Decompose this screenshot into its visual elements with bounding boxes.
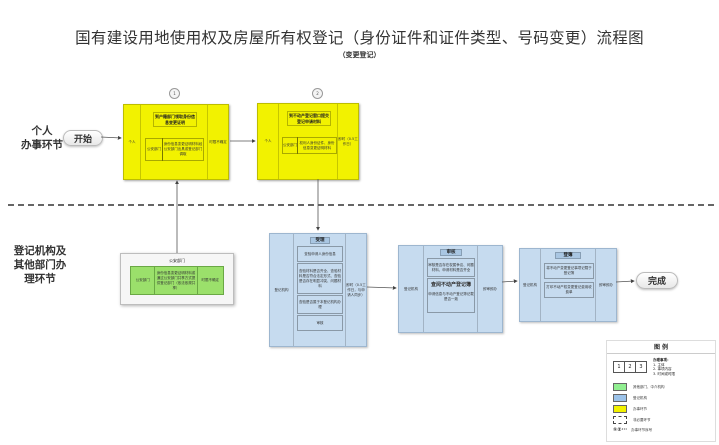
- end-label: 完成: [647, 277, 666, 287]
- step-2-time: 即时（0.5工作日）: [338, 136, 358, 146]
- accept-item-3: 查验是否属于本登记机构办理: [297, 295, 343, 314]
- arrow-register-to-end: [615, 279, 635, 284]
- review-role: 登记机构: [399, 246, 424, 332]
- start-terminal[interactable]: 开始: [63, 130, 103, 146]
- step-number-2-text: 2: [316, 91, 319, 96]
- review-item-3: 申请信息与不动产登记簿记载是否一致: [428, 292, 474, 301]
- review-item-2: 查阅不动产登记簿: [430, 282, 471, 288]
- page-title: 国有建设用地使用权及房屋所有权登记（身份证件和证件类型、号码变更）流程图: [75, 29, 644, 47]
- legend-swatch-yellow: [613, 405, 627, 413]
- police-time-cell: 时限不确定: [197, 266, 225, 295]
- review-item-1: 审核是否存在权属争议、问题材料、申请材料是否齐全: [427, 258, 475, 277]
- legend-sequence-icon: ①②···: [613, 427, 628, 433]
- accept-title: 受理: [310, 237, 330, 244]
- lane-label-personal: 个人 办事环节: [21, 125, 63, 151]
- legend-item-registry: 登记机构: [613, 394, 647, 402]
- page-subtitle: （变更登记）: [338, 50, 381, 59]
- arrow-review-to-register: [501, 279, 518, 284]
- review-title: 审核: [440, 249, 462, 256]
- legend-swatch-dashed: [613, 416, 627, 424]
- accept-main: 受理 查验申请人身份信息 查验材料是否齐全、查验材料是否符合法定形式、查验是否存…: [294, 234, 346, 346]
- legend-label-other: 其他部门、中介机构: [633, 384, 665, 389]
- step-number-2: 2: [312, 88, 323, 99]
- step-number-1: 1: [169, 88, 180, 99]
- police-dept-cell: 公安部门: [130, 266, 156, 295]
- legend-item-optional: 非必要环节: [613, 416, 651, 424]
- accept-item-1: 查验申请人身份信息: [297, 246, 343, 262]
- step-2-dept: 公安部门: [282, 137, 298, 154]
- police-panel-title: 公安部门: [169, 258, 185, 263]
- step-2-box[interactable]: 个人 到不动产登记窗口提交登记申请材料 公安部门 权利人身份证件、身份信息变更证…: [257, 103, 359, 180]
- step-2-role: 个人: [258, 104, 279, 179]
- police-detail-cell: 身份信息变更证明材料或通过公安部门共享方式提供登记部门（依法依规共享）: [155, 266, 198, 295]
- legend-title: 图 例: [607, 342, 715, 354]
- police-panel-row: 公安部门 身份信息变更证明材料或通过公安部门共享方式提供登记部门（依法依规共享）…: [130, 266, 225, 295]
- legend-swatch-green: [613, 383, 627, 391]
- register-box[interactable]: 登记机构 登簿 将不动产变更登记事项记载于登记簿 打印不动产权变更登记费用收费单…: [519, 248, 617, 322]
- review-main: 审核 审核是否存在权属争议、问题材料、申请材料是否齐全 查阅不动产登记簿 申请信…: [424, 246, 478, 332]
- arrow-accept-to-review: [366, 285, 397, 290]
- register-role: 登记机构: [520, 249, 541, 321]
- step-1-dept: 公安部门: [145, 138, 163, 161]
- legend-item-sequence: ①②··· 办事环节序号: [613, 427, 652, 433]
- legend-cell-1: 1: [614, 362, 625, 372]
- legend-item-personal: 办事环节: [613, 405, 647, 413]
- step-1-box[interactable]: 个人 到户籍部门领取身份信息变更证明 公安部门 身份信息变更证明材料经公安部门出…: [123, 104, 229, 180]
- legend-sample-cells: 1 2 3: [613, 361, 647, 373]
- legend-note-3: 3. 时间或时限: [653, 371, 675, 376]
- step-1-time: 时限不确定: [209, 139, 227, 144]
- lane-divider: [8, 204, 714, 206]
- legend-label-sequence: 办事环节序号: [631, 427, 653, 432]
- legend-item-other: 其他部门、中介机构: [613, 383, 665, 391]
- review-lookup-panel: 查阅不动产登记簿 申请信息与不动产登记簿记载是否一致: [427, 278, 475, 313]
- accept-item-4: 审核: [297, 315, 343, 331]
- accept-item-2: 查验材料是否齐全、查验材料是否符合法定形式、查验是否存在明显冲突、问题材料: [297, 263, 343, 294]
- register-item-2: 打印不动产权变更登记费用收费单: [544, 282, 594, 298]
- legend-label-registry: 登记机构: [633, 395, 647, 400]
- lane-label-registry: 登记机构及 其他部门办 理环节: [13, 245, 67, 285]
- legend-cell-3: 3: [639, 364, 643, 370]
- step-1-detail: 身份信息变更证明材料经公安部门出具或登记部门调取: [162, 138, 204, 161]
- arrow-start-to-step1: [100, 135, 122, 140]
- end-terminal[interactable]: 完成: [636, 272, 678, 289]
- start-label: 开始: [73, 134, 92, 145]
- step-1-main: 到户籍部门领取身份信息变更证明 公安部门 身份信息变更证明材料经公安部门出具或登…: [141, 105, 208, 179]
- legend-panel: 图 例 1 2 3 办理事项： 1. 主体 2. 事项内容 3. 时间或时限 其…: [606, 340, 716, 442]
- accept-time: 即时（0.5工作日，与申请人同步）: [346, 282, 366, 297]
- accept-role: 登记机构: [270, 234, 294, 346]
- accept-box[interactable]: 登记机构 受理 查验申请人身份信息 查验材料是否齐全、查验材料是否符合法定形式、…: [269, 233, 367, 347]
- legend-notes-title: 办理事项：: [653, 358, 671, 362]
- legend-notes: 办理事项： 1. 主体 2. 事项内容 3. 时间或时限: [653, 358, 675, 376]
- register-title: 登簿: [555, 252, 581, 259]
- legend-label-optional: 非必要环节: [633, 417, 651, 422]
- register-main: 登簿 将不动产变更登记事项记载于登记簿 打印不动产权变更登记费用收费单: [541, 249, 596, 321]
- step-number-1-text: 1: [173, 91, 176, 96]
- legend-cell-2: 2: [625, 362, 636, 372]
- legend-swatch-blue: [613, 394, 627, 402]
- legend-note-2: 2. 事项内容: [653, 367, 672, 371]
- police-dept-panel[interactable]: 公安部门 公安部门 身份信息变更证明材料或通过公安部门共享方式提供登记部门（依法…: [120, 253, 234, 305]
- step-1-role: 个人: [124, 105, 141, 179]
- legend-label-personal: 办事环节: [633, 406, 647, 411]
- step-2-detail: 权利人身份证件、身份信息变更证明材料: [297, 137, 337, 154]
- register-time: 即审即办: [599, 282, 613, 287]
- legend-note-1: 1. 主体: [653, 362, 665, 367]
- review-time: 即审即办: [483, 286, 497, 291]
- step-1-title: 到户籍部门领取身份信息变更证明: [153, 112, 197, 127]
- step-2-main: 到不动产登记窗口提交登记申请材料 公安部门 权利人身份证件、身份信息变更证明材料: [279, 104, 338, 179]
- review-box[interactable]: 登记机构 审核 审核是否存在权属争议、问题材料、申请材料是否齐全 查阅不动产登记…: [398, 245, 503, 333]
- step-2-title: 到不动产登记窗口提交登记申请材料: [287, 111, 331, 126]
- register-item-1: 将不动产变更登记事项记载于登记簿: [544, 263, 594, 279]
